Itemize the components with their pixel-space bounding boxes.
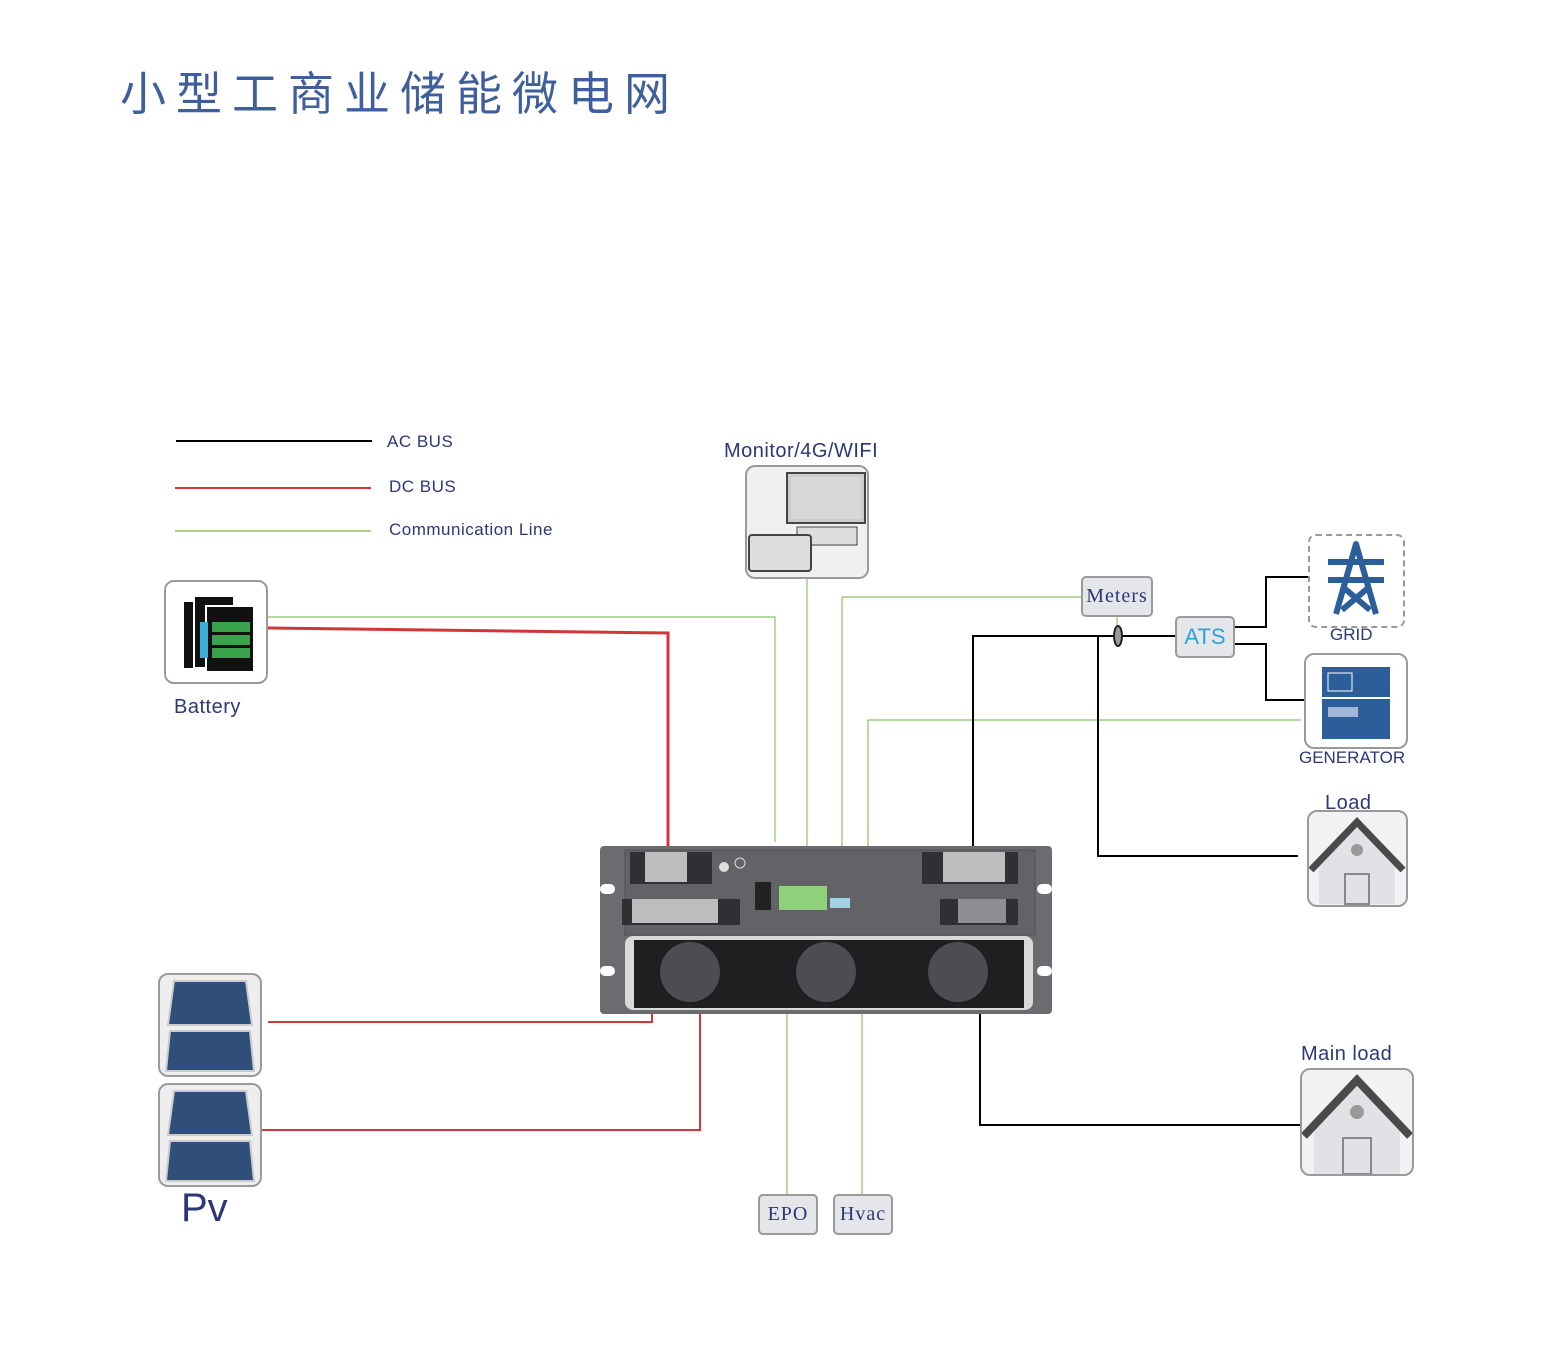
pv-node-1 xyxy=(158,973,262,1077)
ats-grid-line xyxy=(1235,576,1308,628)
battery-dc-line xyxy=(267,626,670,848)
ats-node: ATS xyxy=(1175,616,1235,658)
ats-generator-line xyxy=(1235,643,1304,701)
house-icon xyxy=(1302,1074,1412,1174)
meters-comm-line xyxy=(841,596,1081,846)
inverter-icon xyxy=(600,846,1052,1014)
grid-label: GRID xyxy=(1330,625,1373,644)
load-ac-line xyxy=(1097,636,1298,857)
generator-comm-line xyxy=(867,719,1301,846)
legend-ac-bus: AC BUS xyxy=(387,432,454,451)
battery-node xyxy=(164,580,268,684)
legend-communication-line: Communication Line xyxy=(389,520,553,539)
monitor-node xyxy=(745,465,869,579)
hvac-node: Hvac xyxy=(833,1194,893,1235)
power-tower-icon xyxy=(1328,541,1384,615)
generator-label: GENERATOR xyxy=(1299,748,1406,767)
main-load-label: Main load xyxy=(1301,1043,1393,1065)
current-transformer-icon xyxy=(1113,625,1123,647)
generator-icon xyxy=(1322,667,1390,739)
battery-label: Battery xyxy=(174,696,241,718)
legend-dc-bus: DC BUS xyxy=(389,477,457,496)
epo-node: EPO xyxy=(758,1194,818,1235)
solar-panel-icon xyxy=(164,1090,256,1182)
meters-node: Meters xyxy=(1081,576,1153,617)
battery-comm-line xyxy=(268,616,776,842)
pv1-dc-line xyxy=(268,925,653,1023)
main-load-node xyxy=(1300,1068,1414,1176)
grid-node xyxy=(1308,534,1405,628)
pv-node-2 xyxy=(158,1083,262,1187)
load-label: Load xyxy=(1325,792,1372,814)
battery-icon xyxy=(184,595,255,673)
load-node xyxy=(1307,810,1408,907)
house-icon xyxy=(1309,816,1406,905)
solar-panel-icon xyxy=(164,980,256,1072)
page-title: 小型工商业储能微电网 xyxy=(120,67,680,121)
computer-icon xyxy=(748,472,866,572)
monitor-label: Monitor/4G/WIFI xyxy=(724,440,879,462)
pv-label: Pv xyxy=(181,1186,228,1230)
grid-ac-line xyxy=(972,635,1175,848)
generator-node xyxy=(1304,653,1408,749)
